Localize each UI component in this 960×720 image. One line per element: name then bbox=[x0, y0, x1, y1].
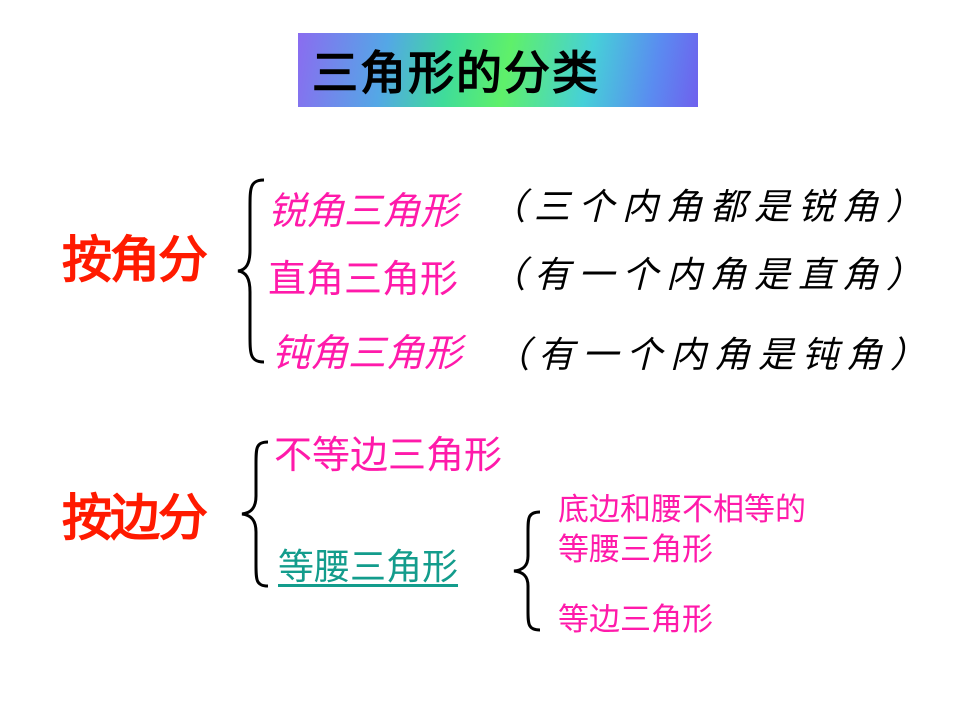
scalene-triangle: 不等边三角形 bbox=[274, 433, 503, 477]
title-banner: 三角形的分类 bbox=[298, 33, 698, 107]
page-title: 三角形的分类 bbox=[312, 46, 600, 100]
acute-triangle-note: （三个内角都是锐角） bbox=[490, 187, 931, 228]
right-triangle: 直角三角形 bbox=[268, 257, 459, 301]
by-angle-label: 按角分 bbox=[62, 231, 208, 289]
obtuse-triangle-note: （有一个内角是钝角） bbox=[494, 335, 935, 376]
isosceles-non-equilateral: 底边和腰不相等的 等腰三角形 bbox=[558, 490, 806, 570]
right-triangle-note: （有一个内角是直角） bbox=[490, 255, 931, 296]
isosceles-brace bbox=[513, 510, 541, 632]
isosceles-triangle-link[interactable]: 等腰三角形 bbox=[278, 547, 459, 588]
by-side-brace bbox=[241, 440, 269, 588]
by-angle-brace bbox=[237, 178, 265, 364]
equilateral-triangle: 等边三角形 bbox=[558, 602, 713, 638]
isosceles-sub-line1: 底边和腰不相等的 bbox=[558, 492, 806, 528]
by-side-label: 按边分 bbox=[62, 489, 208, 547]
obtuse-triangle: 钝角三角形 bbox=[272, 331, 463, 375]
isosceles-sub-line2: 等腰三角形 bbox=[558, 532, 713, 568]
acute-triangle: 锐角三角形 bbox=[268, 189, 459, 233]
